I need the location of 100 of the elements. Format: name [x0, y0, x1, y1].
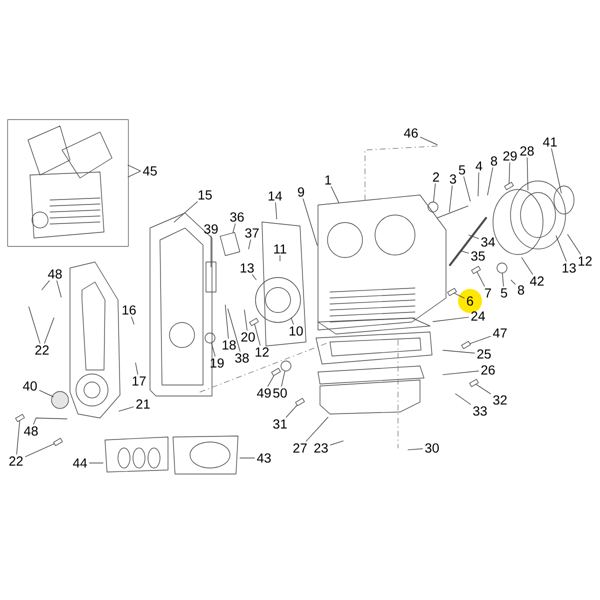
callout-number: 9: [298, 187, 304, 197]
callout-number: 5: [458, 165, 466, 175]
leader-line: [330, 440, 344, 446]
bolt: [249, 318, 259, 326]
callout-number: 7: [485, 288, 491, 298]
leader-line: [281, 370, 286, 387]
callout-number: 49: [256, 388, 271, 398]
ring: [428, 202, 438, 212]
bolt: [461, 340, 471, 350]
callout-number: 19: [210, 358, 224, 368]
callout-number: 24: [471, 311, 485, 321]
leader-line: [487, 167, 494, 196]
bolt: [469, 378, 479, 388]
leader-line: [463, 176, 471, 202]
bolt: [504, 182, 514, 190]
leader-line: [521, 257, 533, 275]
callout-number: 45: [142, 166, 157, 176]
callout-number: 42: [530, 276, 544, 286]
callout-number: 30: [425, 443, 439, 453]
callout-number: 16: [122, 305, 136, 315]
callout-number: 13: [240, 263, 254, 273]
callout-number: 28: [520, 146, 534, 156]
callout-number: 44: [72, 458, 87, 468]
leader-line: [408, 448, 423, 450]
leader-line: [248, 239, 251, 250]
leader-line: [174, 201, 198, 222]
leader-line: [468, 234, 479, 239]
callout-number: 31: [273, 419, 287, 429]
callout-number: 18: [222, 340, 236, 350]
callout-number: 27: [293, 443, 307, 453]
bolt: [295, 398, 305, 406]
callout-number: 12: [578, 256, 592, 266]
callout-number: 32: [493, 395, 507, 405]
callout-number: 13: [562, 263, 576, 273]
leader-line: [510, 280, 516, 285]
callout-number: 20: [241, 332, 255, 342]
bolt: [447, 288, 457, 296]
callout-number: 34: [481, 237, 495, 247]
callout-number: 6: [467, 296, 474, 306]
callout-number: 22: [9, 456, 23, 466]
leader-line: [286, 405, 298, 418]
callout-number: 14: [268, 191, 282, 201]
callout-number: 23: [314, 443, 328, 453]
leader-line: [25, 443, 54, 458]
callout-number: 17: [132, 376, 146, 386]
leader-line: [432, 316, 469, 322]
callout-number: 3: [450, 174, 456, 184]
callout-number: 8: [518, 285, 524, 295]
leader-line: [449, 185, 453, 212]
leader-line: [433, 183, 436, 202]
callout-number: 25: [477, 349, 491, 359]
leader-line: [306, 416, 328, 442]
callout-number: 8: [490, 156, 498, 166]
callout-number: 4: [476, 161, 482, 171]
leader-line: [135, 362, 138, 375]
leader-line: [118, 406, 134, 412]
leader-line: [478, 172, 480, 196]
bolt: [15, 414, 25, 422]
callout-number: 48: [48, 269, 62, 279]
leader-line: [330, 186, 340, 203]
leader-line: [442, 350, 475, 354]
callout-number: 37: [245, 228, 259, 238]
leader-line: [476, 272, 485, 287]
callout-number: 40: [22, 381, 37, 391]
leader-line: [567, 234, 581, 255]
callout-number: 15: [198, 190, 212, 200]
callout-number: 47: [492, 328, 507, 338]
leader-line: [254, 324, 261, 346]
callout-number: 43: [256, 453, 271, 463]
callout-number: 48: [24, 426, 38, 436]
leader-line: [302, 198, 318, 246]
callout-number: 1: [325, 175, 332, 185]
callout-number: 41: [542, 137, 557, 147]
leader-line: [211, 342, 216, 357]
leader-line: [268, 376, 274, 387]
leader-line: [290, 317, 294, 325]
ring: [496, 262, 508, 274]
leader-line: [455, 393, 471, 405]
callout-number: 46: [404, 128, 418, 138]
cover-plate: [220, 232, 240, 256]
leader-line: [128, 164, 141, 178]
leader-line: [28, 306, 40, 344]
callout-number: 22: [35, 345, 49, 355]
leader-line: [502, 272, 504, 287]
callout-number: 11: [274, 244, 286, 254]
leader-line: [470, 336, 491, 344]
leader-line: [252, 274, 256, 280]
callout-number: 12: [256, 347, 269, 357]
leader-line: [551, 148, 562, 194]
callout-number: 33: [473, 406, 487, 416]
leader-line: [131, 316, 134, 325]
callout-number: 21: [136, 399, 150, 409]
ring: [204, 332, 216, 344]
leader-line: [508, 162, 510, 184]
leader-line: [275, 202, 278, 220]
bolt: [471, 266, 481, 274]
leader-line: [224, 304, 229, 339]
leader-line: [56, 280, 62, 298]
leader-line: [42, 280, 50, 290]
leader-line: [33, 418, 68, 425]
